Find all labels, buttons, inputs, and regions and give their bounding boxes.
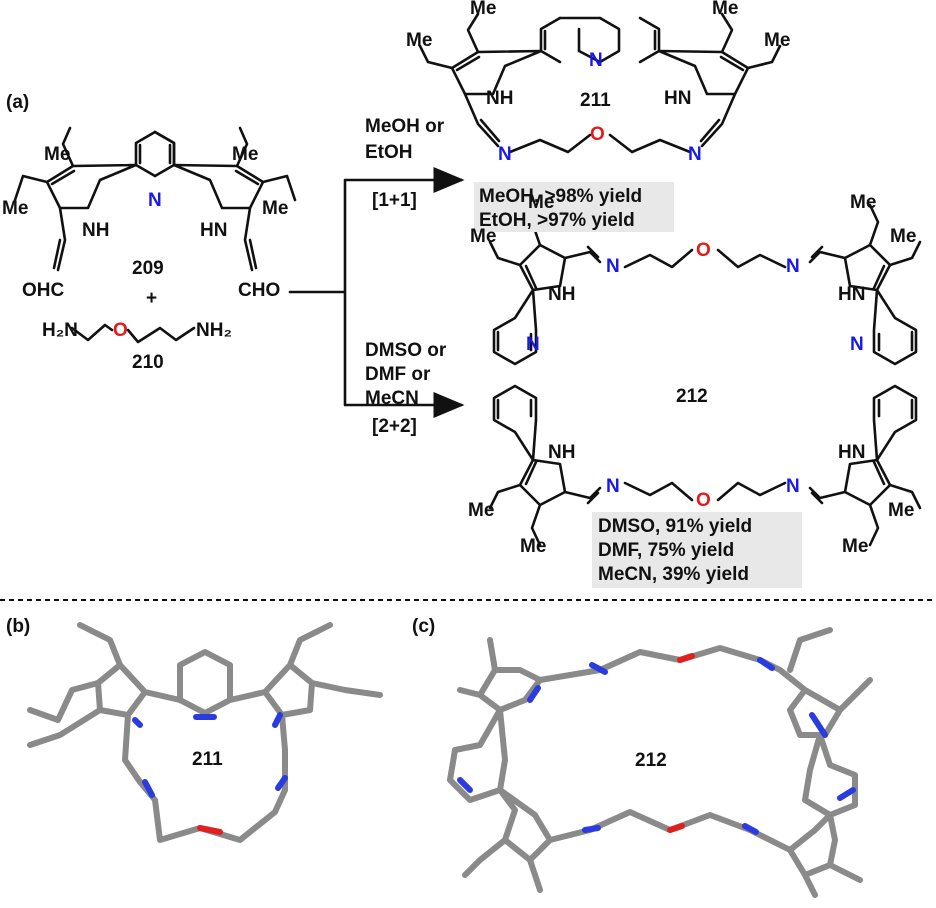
atom-me: Me	[406, 30, 432, 51]
conditions-2-line2: DMF or	[365, 364, 431, 385]
atom-me: Me	[44, 144, 70, 165]
compound-211-label: 211	[580, 90, 611, 111]
yield-212-dmso: DMSO, 91% yield	[598, 516, 752, 537]
yield-212-mecn: MeCN, 39% yield	[598, 564, 749, 585]
atom-n: N	[786, 476, 800, 497]
atom-o: O	[113, 320, 128, 341]
conditions-1-line1: MeOH or	[365, 116, 445, 137]
atom-hn: HN	[838, 442, 865, 463]
yield-212-dmf: DMF, 75% yield	[598, 540, 734, 561]
atom-n: N	[498, 144, 512, 165]
panel-label-b: (b)	[6, 616, 30, 637]
conditions-1-line2: EtOH	[365, 142, 413, 163]
atom-n: N	[148, 190, 162, 211]
atom-me: Me	[888, 500, 914, 521]
reaction-arrows	[288, 167, 465, 418]
conditions-1-line3: [1+1]	[372, 190, 417, 211]
panel-label-a: (a)	[6, 92, 29, 113]
atom-me: Me	[232, 144, 258, 165]
crystal-structure-212: 212	[447, 627, 873, 898]
yield-211-meoh: MeOH, >98% yield	[479, 186, 642, 207]
conditions-2-line1: DMSO or	[365, 340, 447, 361]
atom-me: Me	[528, 192, 554, 213]
compound-210-label: 210	[132, 352, 164, 373]
model-212-label: 212	[635, 750, 667, 771]
atom-nh: NH	[548, 442, 575, 463]
atom-me: Me	[520, 536, 546, 557]
atom-o: O	[696, 490, 711, 511]
crystal-structure-211: 211	[27, 622, 383, 843]
atom-nh2: NH₂	[196, 320, 232, 341]
atom-me: Me	[842, 536, 868, 557]
yield-box-211	[474, 182, 674, 232]
atom-o: O	[590, 124, 605, 145]
atom-cho: CHO	[238, 280, 280, 301]
atom-ohc: OHC	[22, 280, 65, 301]
plus-sign: +	[146, 288, 157, 309]
conditions-2-line3: MeCN	[365, 388, 419, 409]
yield-box-212	[592, 512, 802, 588]
atom-o: O	[696, 240, 711, 261]
atom-me: Me	[890, 226, 916, 247]
atom-nh: NH	[82, 220, 109, 241]
model-211-label: 211	[192, 749, 223, 770]
conditions-2-line4: [2+2]	[372, 416, 417, 437]
structure-211	[418, 12, 782, 154]
atom-me: Me	[262, 198, 288, 219]
atom-hn: HN	[200, 220, 227, 241]
atom-n: N	[786, 256, 800, 277]
atom-me: Me	[850, 192, 876, 213]
atom-n: N	[526, 334, 540, 355]
atom-nh: NH	[486, 88, 513, 109]
atom-n: N	[606, 256, 620, 277]
atom-hn: HN	[664, 88, 691, 109]
yield-211-etoh: EtOH, >97% yield	[479, 210, 635, 231]
structure-209	[13, 126, 297, 272]
atom-n: N	[688, 144, 702, 165]
atom-me: Me	[2, 198, 28, 219]
atom-me: Me	[468, 500, 494, 521]
atom-hn: HN	[838, 284, 865, 305]
atom-h2n: H₂N	[42, 320, 78, 341]
atom-n: N	[589, 50, 603, 71]
structure-210	[70, 323, 196, 344]
atom-me: Me	[764, 30, 790, 51]
compound-209-label: 209	[132, 258, 164, 279]
atom-me: Me	[470, 0, 496, 19]
atom-nh: NH	[548, 284, 575, 305]
atom-n: N	[850, 334, 864, 355]
atom-me: Me	[712, 0, 738, 19]
panel-label-c: (c)	[412, 616, 435, 637]
atom-me: Me	[470, 226, 496, 247]
compound-212-label: 212	[676, 386, 708, 407]
atom-n: N	[606, 476, 620, 497]
